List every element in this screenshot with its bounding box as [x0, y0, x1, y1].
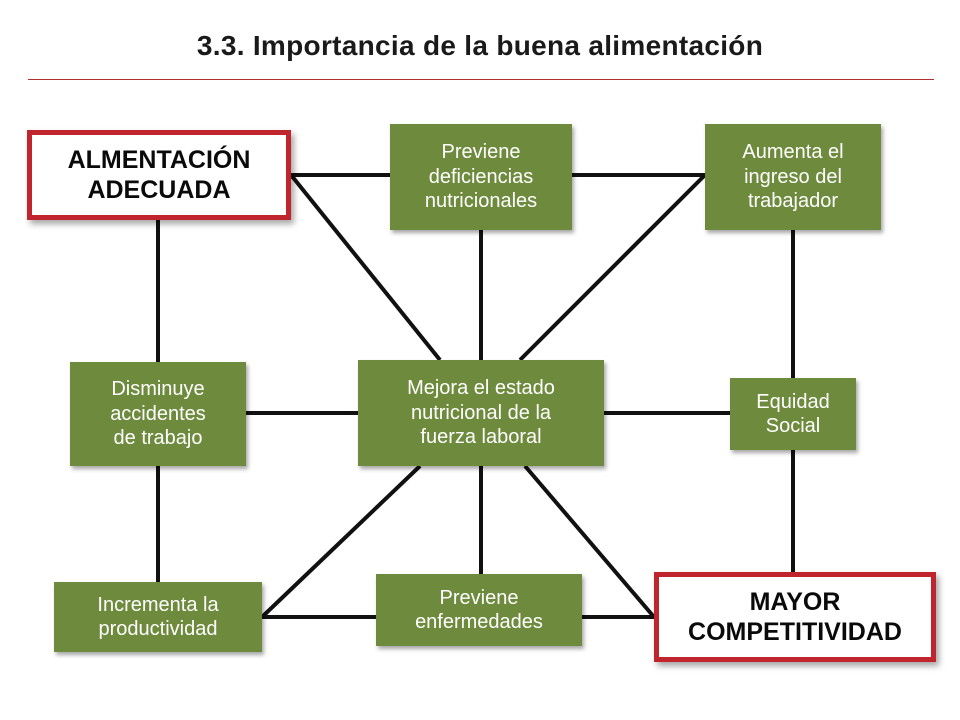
node-incrementa-productividad: Incrementa la productividad [54, 582, 262, 652]
page-title: 3.3. Importancia de la buena alimentació… [196, 30, 764, 61]
node-previene-deficiencias: Previene deficiencias nutricionales [390, 124, 572, 230]
title-divider [28, 79, 934, 80]
connector-estado-competitividad [523, 464, 656, 619]
node-disminuye-accidentes: Disminuye accidentes de trabajo [70, 362, 246, 466]
node-mejora-estado: Mejora el estado nutricional de la fuerz… [358, 360, 604, 466]
connector-estado-productividad [260, 464, 422, 619]
connector-ingreso-estado [518, 173, 707, 362]
connector-alimentacion-estado [289, 173, 442, 362]
node-equidad-social: Equidad Social [730, 378, 856, 450]
node-aumenta-ingreso: Aumenta el ingreso del trabajador [705, 124, 881, 230]
node-previene-enfermedades: Previene enfermedades [376, 574, 582, 646]
node-alimentacion-adecuada: ALMENTACIÓN ADECUADA [27, 130, 291, 220]
node-mayor-competitividad: MAYOR COMPETITIVIDAD [654, 572, 936, 662]
